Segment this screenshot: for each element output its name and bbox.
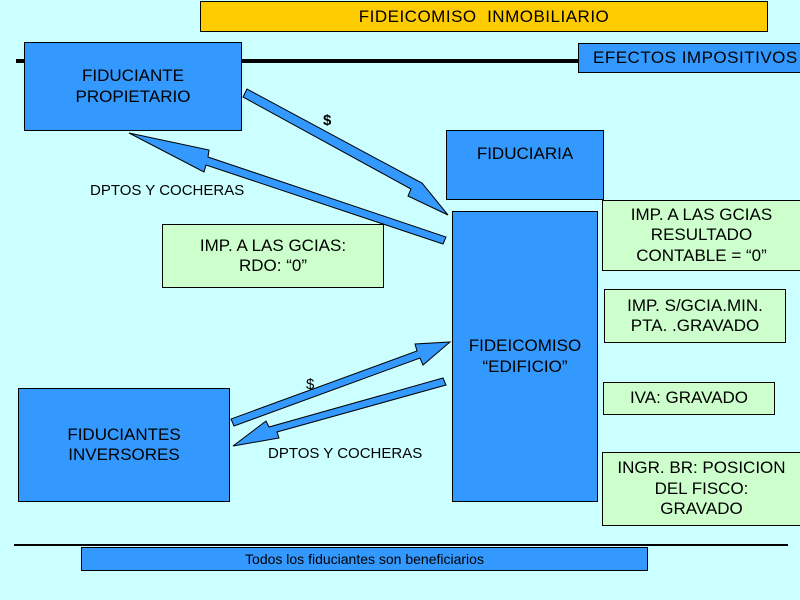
bottom-rule <box>14 544 788 546</box>
efectos-impositivos-text: EFECTOS IMPOSITIVOS <box>593 48 798 67</box>
tax-effect-gcias-box: IMP. A LAS GCIAS RESULTADO CONTABLE = “0… <box>602 200 800 271</box>
imp-gcias-propietario-box: IMP. A LAS GCIAS: RDO: “0” <box>162 224 384 288</box>
top-rule <box>16 59 800 63</box>
fiduciantes-inversores-box: FIDUCIANTES INVERSORES <box>18 388 230 502</box>
fiduciante-propietario-text: FIDUCIANTE PROPIETARIO <box>75 66 191 106</box>
tax-effect-ingr-br-text: INGR. BR: POSICION DEL FISCO: GRAVADO <box>617 458 786 519</box>
efectos-impositivos-box: EFECTOS IMPOSITIVOS <box>578 43 800 73</box>
title-text: FIDEICOMISO INMOBILIARIO <box>358 6 610 26</box>
tax-effect-ingr-br-box: INGR. BR: POSICION DEL FISCO: GRAVADO <box>602 452 800 526</box>
arrow-dptos-fideicomiso-to-propietario <box>128 132 447 245</box>
arrow-dptos-fideicomiso-to-inversores <box>232 377 447 447</box>
fiduciaria-box: FIDUCIARIA <box>446 130 604 200</box>
tax-effect-gcia-min-text: IMP. S/GCIA.MIN. PTA. .GRAVADO <box>627 295 763 335</box>
arrow-label-dollar-bottom: $ <box>306 376 315 393</box>
tax-effect-iva-box: IVA: GRAVADO <box>603 382 775 415</box>
arrow-dollar-inversores-to-fideicomiso <box>230 341 452 427</box>
tax-effect-gcias-text: IMP. A LAS GCIAS RESULTADO CONTABLE = “0… <box>630 204 773 265</box>
arrow-label-dollar-top: $ <box>323 112 332 129</box>
tax-effect-gcia-min-box: IMP. S/GCIA.MIN. PTA. .GRAVADO <box>604 289 786 343</box>
title-box: FIDEICOMISO INMOBILIARIO <box>200 1 768 32</box>
fiduciaria-text: FIDUCIARIA <box>476 144 574 163</box>
fideicomiso-edificio-box: FIDEICOMISO “EDIFICIO” <box>452 211 598 502</box>
fiduciantes-inversores-text: FIDUCIANTES INVERSORES <box>67 424 181 464</box>
imp-gcias-propietario-text: IMP. A LAS GCIAS: RDO: “0” <box>199 235 347 275</box>
footer-text: Todos los fiduciantes son beneficiarios <box>245 551 484 567</box>
tax-effect-iva-text: IVA: GRAVADO <box>629 388 749 408</box>
arrow-label-dptos-bottom: DPTOS Y COCHERAS <box>268 445 423 462</box>
arrow-dollar-propietario-to-fideicomiso <box>242 88 449 216</box>
arrow-label-dptos-top: DPTOS Y COCHERAS <box>90 182 245 199</box>
fideicomiso-edificio-text: FIDEICOMISO “EDIFICIO” <box>468 336 582 376</box>
footer-box: Todos los fiduciantes son beneficiarios <box>81 547 648 571</box>
fiduciante-propietario-box: FIDUCIANTE PROPIETARIO <box>24 42 242 131</box>
